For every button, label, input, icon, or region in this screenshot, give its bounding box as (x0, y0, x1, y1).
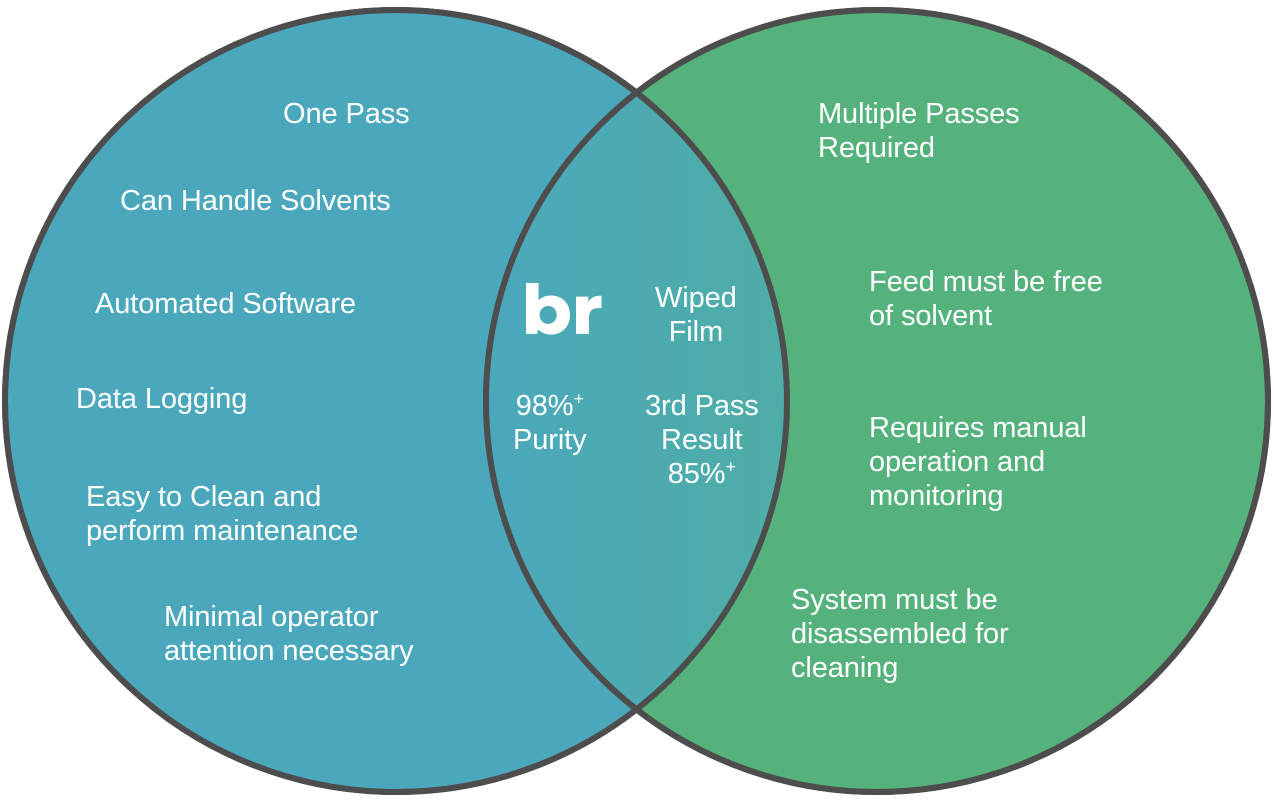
right-item-multiple-passes-required: Multiple Passes Required (818, 98, 1020, 165)
purity-label: Purity (513, 424, 587, 457)
left-item-easy-to-clean: Easy to Clean and perform maintenance (86, 481, 359, 548)
right-item-feed-must-be-free-of-solvent: Feed must be free of solvent (869, 266, 1103, 333)
left-circle-outline (2, 7, 790, 795)
overlap-heading-wiped-film: Wiped Film (655, 282, 737, 349)
left-item-can-handle-solvents: Can Handle Solvents (120, 185, 391, 217)
right-item-system-must-be-disassembled: System must be disassembled for cleaning (791, 584, 1009, 685)
right-circle-outline (483, 7, 1271, 795)
third-pass-line2: Result (661, 424, 743, 457)
third-pass-line1: 3rd Pass (645, 390, 759, 422)
third-pass-superscript: + (725, 456, 737, 477)
third-pass-value: 85% (667, 458, 726, 491)
left-item-minimal-operator-attention: Minimal operator attention necessary (164, 601, 414, 668)
overlap-metric-purity: 98%+ Purity (513, 389, 587, 457)
left-item-automated-software: Automated Software (95, 288, 356, 320)
br-logo-icon (522, 281, 602, 337)
right-item-requires-manual-operation: Requires manual operation and monitoring (869, 412, 1087, 513)
left-item-data-logging: Data Logging (76, 383, 248, 415)
overlap-lens-shape (486, 10, 787, 792)
left-item-one-pass: One Pass (283, 98, 410, 130)
purity-superscript: + (573, 388, 584, 409)
purity-value: 98% (515, 390, 574, 422)
